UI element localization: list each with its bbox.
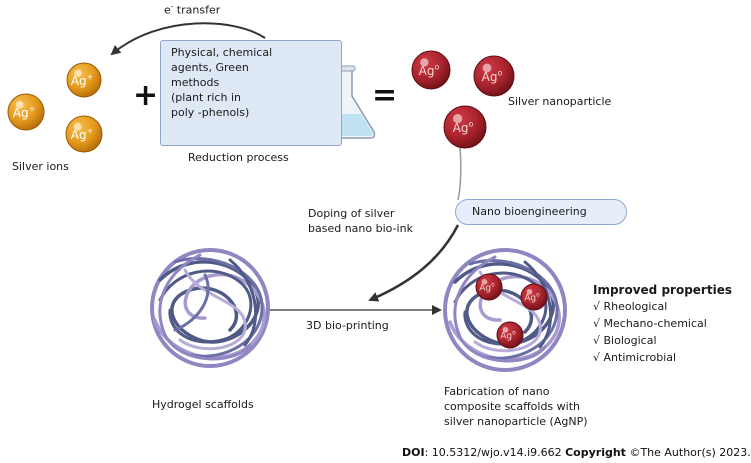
silver-nanoparticle: Ago <box>473 55 515 97</box>
property-mechano-chemical: Mechano-chemical <box>603 317 707 330</box>
reduction-line-1: Physical, chemical <box>171 46 273 59</box>
silver-nanoparticle-label: Ago <box>419 62 440 77</box>
reduction-agents-box: Physical, chemical agents, Green methods… <box>160 40 342 146</box>
silver-ion: Ag+ <box>65 115 103 153</box>
silver-ions-label: Silver ions <box>12 160 69 173</box>
property-item: √ Biological <box>593 334 732 348</box>
check-icon: √ <box>593 334 601 347</box>
composite-scaffold-icon <box>443 248 567 372</box>
doping-label-line-1: Doping of silver <box>308 207 395 220</box>
reduction-line-5: poly -phenols) <box>171 106 250 119</box>
electron-transfer-arrow <box>110 22 266 56</box>
fabrication-label-line-2: composite scaffolds with <box>444 400 581 413</box>
hydrogel-scaffold-icon <box>150 248 270 368</box>
check-icon: √ <box>593 300 601 313</box>
electron-charge: - <box>170 3 174 11</box>
silver-nanoparticle: Ago <box>443 105 487 149</box>
scaffold-nanoparticle: Ago <box>475 273 503 301</box>
property-antimicrobial: Antimicrobial <box>603 351 677 364</box>
electron-transfer-label: e- transfer <box>164 0 220 18</box>
property-item: √ Mechano-chemical <box>593 317 732 331</box>
properties-panel: Improved properties √ Rheological √ Mech… <box>593 283 732 365</box>
check-icon: √ <box>593 317 601 330</box>
scaffold-nanoparticle-highlight <box>481 278 488 285</box>
plus-sign: + <box>133 78 159 113</box>
nanoparticle-connector <box>457 147 462 201</box>
reduction-caption: Reduction process <box>188 151 289 164</box>
reduction-line-2: agents, Green <box>171 61 249 74</box>
copyright-value: ©The Author(s) 2023. <box>625 446 751 459</box>
property-item: √ Antimicrobial <box>593 351 732 365</box>
silver-ion-highlight <box>74 69 82 77</box>
silver-ion-highlight <box>73 122 82 131</box>
silver-nanoparticle-highlight <box>482 63 492 73</box>
scaffold-nanoparticle-highlight <box>526 288 533 295</box>
silver-nanoparticle-label: Ago <box>482 68 503 83</box>
reduction-line-4: (plant rich in <box>171 91 241 104</box>
fabrication-label-line-1: Fabrication of nano <box>444 385 550 398</box>
doi-footer: DOI: 10.5312/wjo.v14.i9.662 Copyright ©T… <box>402 446 751 459</box>
doi-key: DOI <box>402 446 425 459</box>
silver-ion: Ag+ <box>66 62 102 98</box>
doi-value: : 10.5312/wjo.v14.i9.662 <box>424 446 566 459</box>
silver-nanoparticle-label: Ago <box>453 119 474 134</box>
property-item: √ Rheological <box>593 300 732 314</box>
scaffold-nanoparticle-highlight <box>502 326 509 333</box>
silver-nanoparticle-highlight <box>453 113 463 124</box>
copyright-key: Copyright <box>565 446 626 459</box>
scaffold-nanoparticle: Ago <box>520 283 548 311</box>
hydrogel-label: Hydrogel scaffolds <box>152 398 254 411</box>
properties-title: Improved properties <box>593 283 732 297</box>
scaffold-nanoparticle: Ago <box>496 321 524 349</box>
printing-label: 3D bio-printing <box>306 319 389 332</box>
silver-nanoparticle-label: Silver nanoparticle <box>508 95 612 108</box>
nano-bioengineering-pill: Nano bioengineering <box>455 199 627 225</box>
doping-label-line-2: based nano bio-ink <box>308 222 413 235</box>
bioengineering-arrow <box>368 224 460 302</box>
silver-nanoparticle: Ago <box>411 50 451 90</box>
property-biological: Biological <box>603 334 657 347</box>
nano-bioengineering-label: Nano bioengineering <box>472 205 587 218</box>
check-icon: √ <box>593 351 601 364</box>
equals-sign: = <box>372 78 398 113</box>
silver-ion: Ag+ <box>7 93 45 131</box>
electron-transfer-text: transfer <box>173 3 221 17</box>
silver-nanoparticle-highlight <box>420 58 429 67</box>
silver-ion-highlight <box>15 100 24 109</box>
electron-symbol: e <box>164 3 171 17</box>
property-rheological: Rheological <box>603 300 668 313</box>
reduction-line-3: methods <box>171 76 220 89</box>
fabrication-label-line-3: silver nanoparticle (AgNP) <box>444 415 588 428</box>
